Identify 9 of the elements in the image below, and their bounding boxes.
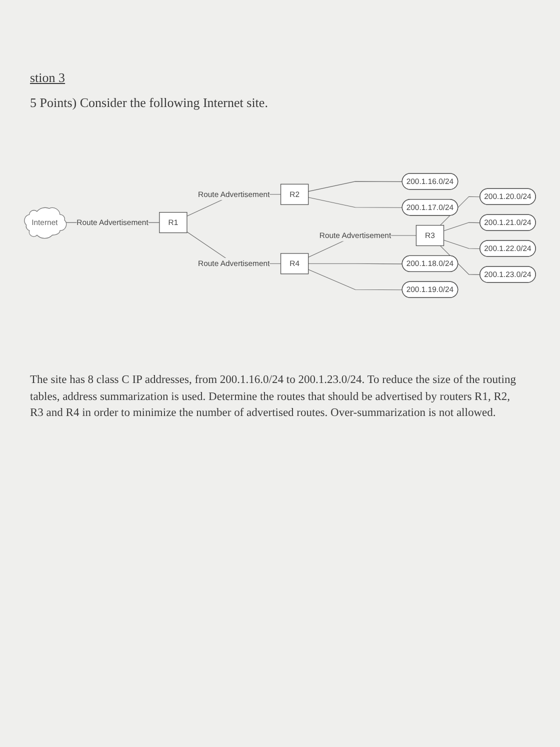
connector	[308, 263, 403, 264]
connector	[443, 240, 480, 250]
question-paragraph: The site has 8 class C IP addresses, from 200.1.16.0/24 to 200.1.23.0/24. To reduce the size of the routing tables, address summarization is used. Determine the routes that should be advertised by routers R1, R2, R3 and R4 in order to minimize the number of advertised routes. Over-summarization is not allowed.	[30, 373, 517, 422]
connector	[443, 222, 480, 232]
connector	[308, 269, 403, 290]
heading: stion 3	[30, 70, 66, 86]
instruction-text: 5 Points) Consider the following Internet site.	[30, 95, 268, 111]
connector	[308, 181, 403, 192]
connector	[308, 197, 403, 208]
